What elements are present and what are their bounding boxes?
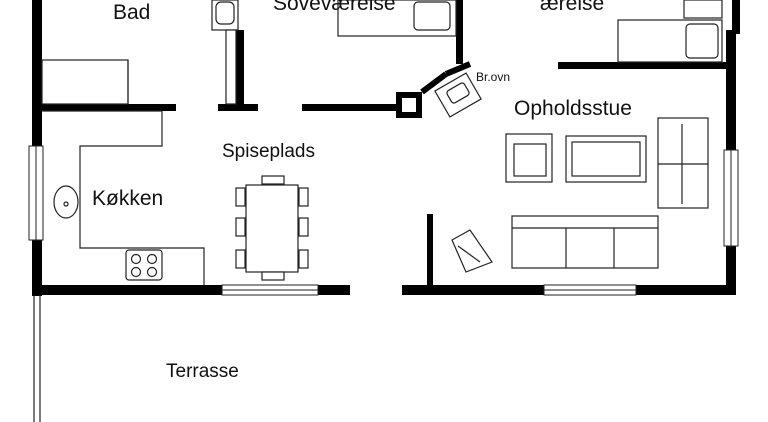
shower-tray — [41, 59, 129, 105]
wall-bath-bottom — [42, 104, 176, 111]
chair-left-3 — [235, 249, 246, 269]
chair-bottom — [261, 271, 285, 281]
wall-south-1 — [32, 285, 222, 295]
room-label-koekken: Køkken — [92, 187, 164, 210]
coffee-table-inner — [571, 141, 641, 177]
room-label-sovevaerelse: Soveværelse — [273, 0, 396, 15]
hob-burner-1 — [130, 253, 142, 265]
chimney-wall-1 — [420, 71, 448, 95]
chair-right-3 — [298, 249, 309, 269]
chair-right-1 — [298, 187, 309, 207]
chair-left-2 — [235, 217, 246, 237]
terrace — [33, 295, 41, 422]
kitchen — [42, 110, 205, 285]
chair-left-1 — [235, 187, 246, 207]
room-label-vaerelse: ærelse — [540, 0, 605, 15]
hob-burner-4 — [146, 266, 158, 278]
room-label-terrasse: Terrasse — [166, 361, 239, 382]
wall-south-4 — [636, 285, 736, 295]
wall-bed-south — [302, 104, 398, 111]
wall-west-upper — [32, 0, 42, 146]
room-label-opholdsstue: Opholdsstue — [514, 97, 632, 120]
wall-east-lower — [726, 246, 736, 295]
lounge-chair-line — [457, 245, 481, 263]
wall-west-lower — [32, 240, 42, 296]
wall-east-upper — [726, 30, 736, 150]
chimney-wall-2 — [444, 61, 472, 77]
bathroom-fixtures — [41, 0, 239, 105]
armchair-seat — [513, 143, 547, 177]
room3-nightstand — [683, 0, 723, 19]
sofa-right — [657, 117, 709, 209]
room3-bed-pillow — [685, 23, 719, 59]
stove-door — [446, 82, 470, 104]
sofa-bottom — [511, 215, 659, 269]
hob-burner-2 — [146, 253, 158, 265]
chair-top — [261, 175, 285, 185]
room-label-bad: Bad — [113, 1, 151, 24]
dining-table — [245, 184, 299, 273]
wall-living-stub — [427, 214, 433, 286]
chimney-flue — [402, 98, 416, 112]
living-furniture — [451, 117, 709, 273]
wall-bath-east — [236, 30, 244, 110]
interior-walls — [42, 0, 726, 286]
kitchen-counter — [42, 110, 205, 285]
kitchen-sink-drain — [63, 201, 69, 207]
room3-furniture — [617, 0, 723, 63]
bedroom-furniture — [337, 0, 457, 37]
wall-room3-south — [558, 62, 726, 69]
fixture-label-braendeovn: Br.ovn — [476, 70, 511, 84]
wall-south-3 — [402, 285, 544, 295]
bath-cabinet — [225, 29, 237, 105]
window-glass-lines — [35, 146, 732, 291]
dining-set — [235, 175, 309, 281]
lounge-chair — [451, 229, 493, 273]
chair-right-2 — [298, 217, 309, 237]
outer-walls — [32, 0, 740, 296]
wall-top-right — [732, 0, 740, 34]
kitchen-hob — [125, 249, 163, 281]
wall-bed-east — [456, 0, 463, 64]
room-label-spiseplads: Spiseplads — [222, 141, 315, 162]
hob-burner-3 — [130, 266, 142, 278]
bath-sink-basin — [215, 1, 235, 25]
wall-south-2 — [318, 285, 350, 295]
wood-stove — [434, 72, 482, 118]
chimney — [396, 61, 472, 118]
bed-pillow — [413, 1, 451, 31]
